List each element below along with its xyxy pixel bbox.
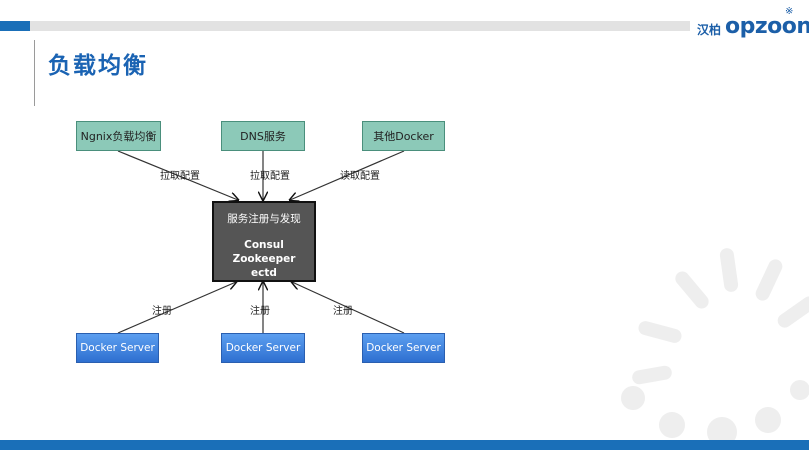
- node-nginx-label: Ngnix负载均衡: [80, 130, 157, 143]
- edge-label-register-1: 注册: [152, 306, 172, 317]
- node-docker-server-2: Docker Server: [221, 333, 305, 363]
- node-dns-label: DNS服务: [240, 130, 286, 143]
- registry-ectd: ectd: [251, 267, 277, 279]
- edge-nginx-to-registry: [117, 150, 238, 200]
- node-docker-server-1-label: Docker Server: [80, 342, 155, 354]
- registry-zookeeper: Zookeeper: [232, 253, 296, 265]
- bottom-bar: [0, 440, 809, 450]
- top-bar: [10, 21, 690, 31]
- company-logo: 汉柏 opzoon ※: [697, 6, 809, 40]
- edge-label-pull-1: 拉取配置: [160, 171, 200, 182]
- logo-en-text: opzoon: [725, 14, 809, 39]
- edge-label-read: 读取配置: [340, 171, 380, 182]
- edge-docker1-to-registry: [117, 282, 236, 334]
- registry-heading: 服务注册与发现: [227, 213, 301, 225]
- node-service-registry: 服务注册与发现 Consul Zookeeper ectd: [212, 201, 316, 282]
- node-docker-server-2-label: Docker Server: [225, 342, 301, 354]
- edge-label-register-2: 注册: [250, 306, 270, 317]
- edge-docker3-to-registry: [292, 282, 405, 334]
- logo-cn-text: 汉柏: [697, 23, 722, 37]
- edge-label-register-3: 注册: [333, 306, 353, 317]
- registry-consul: Consul: [244, 239, 284, 251]
- top-bar-accent: [0, 21, 30, 31]
- logo-mark-icon: ※: [785, 6, 794, 17]
- node-docker-server-1: Docker Server: [76, 333, 159, 363]
- node-docker-server-3: Docker Server: [362, 333, 445, 363]
- node-other-docker-label: 其他Docker: [373, 130, 434, 143]
- page-title: 负载均衡: [48, 53, 148, 79]
- edge-other-to-registry: [290, 150, 405, 200]
- edge-label-pull-2: 拉取配置: [250, 171, 290, 182]
- node-docker-server-3-label: Docker Server: [366, 342, 441, 354]
- node-dns: DNS服务: [221, 121, 305, 151]
- node-nginx: Ngnix负载均衡: [76, 121, 161, 151]
- title-rule: [34, 40, 35, 106]
- node-other-docker: 其他Docker: [362, 121, 445, 151]
